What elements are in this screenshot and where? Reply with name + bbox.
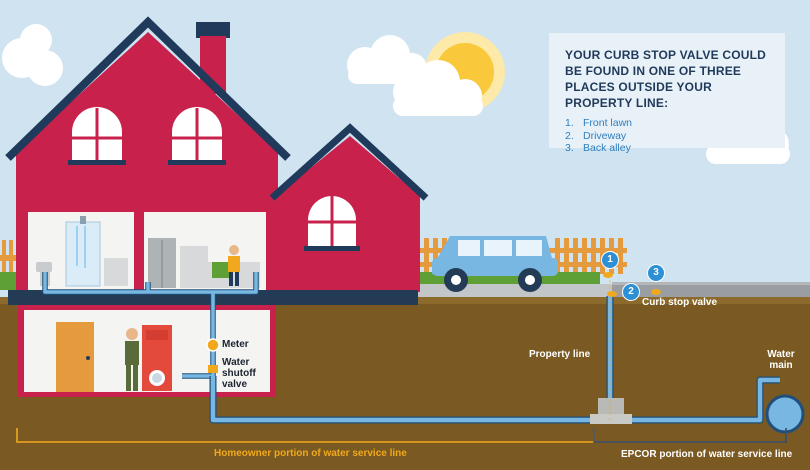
location-item: 3.Back alley <box>565 142 631 154</box>
cabinet-icon <box>180 246 208 288</box>
homeowner-figure <box>125 328 139 391</box>
epcor-portion-label: EPCOR portion of water service line <box>621 449 793 460</box>
car-icon <box>432 236 558 292</box>
marker-2: 2 <box>622 283 640 301</box>
shower-icon <box>65 216 101 287</box>
marker-1: 1 <box>601 251 619 269</box>
homeowner-portion-label: Homeowner portion of water service line <box>214 448 407 459</box>
shutoff-valve-icon <box>208 365 218 373</box>
curb-stop-label: Curb stop valve <box>642 297 718 308</box>
cloud-icon <box>2 24 63 86</box>
location-item: 2.Driveway <box>565 129 627 142</box>
meter-label: Meter <box>222 339 249 350</box>
back-alley <box>612 282 810 298</box>
driveway <box>412 284 612 298</box>
meter-icon <box>206 338 220 352</box>
cloud-icon <box>393 60 483 116</box>
property-line-label: Property line <box>529 349 591 360</box>
location-item: 1.Front lawn <box>565 117 633 129</box>
marker-3: 3 <box>647 264 665 282</box>
info-box: YOUR CURB STOP VALVE COULD BE FOUND IN O… <box>549 33 785 154</box>
location-list: 1.Front lawn 2.Driveway 3.Back alley <box>565 117 769 155</box>
water-main-icon <box>765 394 805 434</box>
child-figure <box>228 245 240 286</box>
chimney <box>196 22 230 38</box>
valve-top-3 <box>651 289 661 295</box>
epcor-bracket <box>593 428 787 443</box>
water-main-label: Water main <box>767 349 795 371</box>
valve-top-2 <box>607 291 617 297</box>
valve-top-1 <box>603 272 613 278</box>
info-title: YOUR CURB STOP VALVE COULD BE FOUND IN O… <box>565 48 766 110</box>
shutoff-valve-label: Water shutoff valve <box>222 357 256 390</box>
vanity-icon <box>104 258 128 286</box>
